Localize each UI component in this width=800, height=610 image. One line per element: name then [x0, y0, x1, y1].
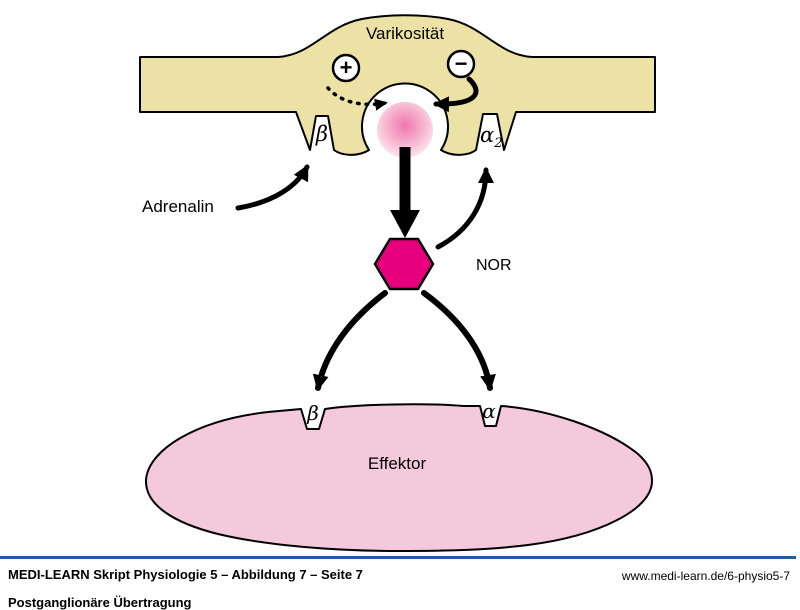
- footer-subtitle-line: Postganglionäre Übertragung: [8, 595, 192, 610]
- effector-label: Effektor: [368, 454, 427, 473]
- varicosity-membrane: [139, 14, 656, 156]
- nor-label: NOR: [476, 257, 512, 274]
- facilitation-arrow: [326, 86, 388, 111]
- footer-divider: [0, 556, 796, 559]
- vesicle: [377, 102, 433, 158]
- inhibition-arrow: [433, 76, 479, 113]
- nor-molecule: [373, 237, 435, 291]
- release-arrow: [390, 147, 420, 238]
- adrenalin-label: Adrenalin: [142, 197, 214, 216]
- effector-cell: [144, 403, 653, 552]
- alpha2-receptor-label: α2: [480, 123, 502, 151]
- minus-icon: −: [446, 49, 476, 79]
- beta-receptor-effector-label: β: [306, 401, 319, 425]
- diagram-canvas: Varikosität + − β α2 Adrenalin NOR: [139, 14, 656, 552]
- alpha-receptor-effector-label: α: [482, 399, 496, 423]
- plus-icon: +: [331, 53, 361, 83]
- nor-to-beta-arrow: [312, 290, 388, 391]
- beta-receptor-presynaptic-label: β: [315, 122, 328, 146]
- varicosity-label: Varikosität: [366, 24, 444, 43]
- plus-symbol: +: [340, 55, 353, 80]
- footer-source-line: MEDI-LEARN Skript Physiologie 5 – Abbild…: [8, 567, 363, 582]
- nor-to-alpha-arrow: [421, 290, 496, 391]
- minus-symbol: −: [455, 51, 468, 76]
- adrenalin-arrow: [235, 164, 310, 211]
- footer-url: www.medi-learn.de/6-physio5-7: [621, 569, 790, 583]
- feedback-arrow-alpha2: [435, 167, 494, 250]
